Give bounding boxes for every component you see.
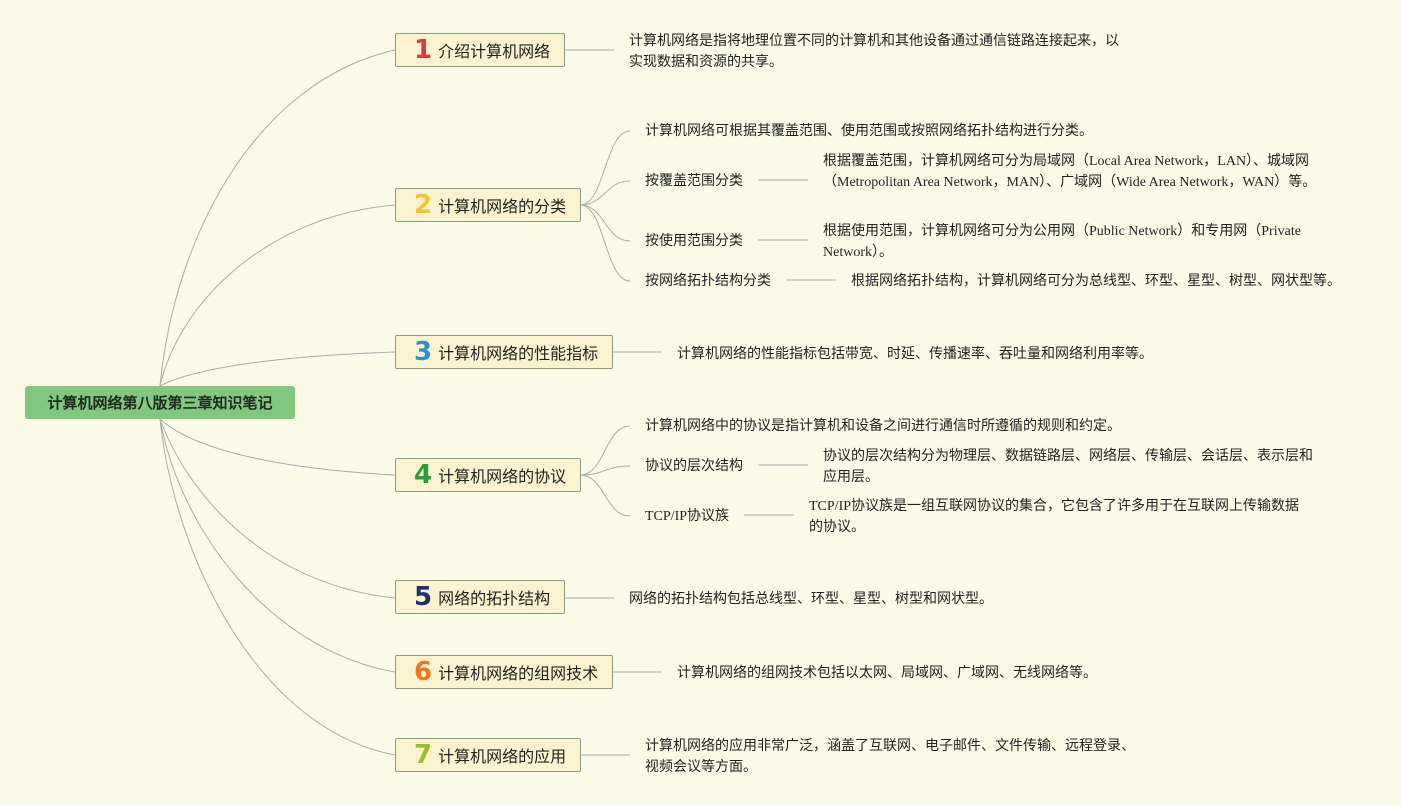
topic-5[interactable]: 5 网络的拓扑结构	[395, 580, 566, 614]
topic-4[interactable]: 4 计算机网络的协议	[395, 458, 582, 492]
note-t3: 计算机网络的性能指标包括带宽、时延、传播速率、吞吐量和网络利用率等。	[677, 347, 1153, 362]
topic-2-label: 计算机网络的分类	[438, 197, 567, 216]
note-t2-topo-detail: 根据网络拓扑结构，计算机网络可分为总线型、环型、星型、树型、网状型等。	[851, 274, 1341, 289]
note-t6: 计算机网络的组网技术包括以太网、局域网、广域网、无线网络等。	[677, 666, 1097, 681]
topic-5-number: 5	[414, 582, 433, 612]
note-t4-intro: 计算机网络中的协议是指计算机和设备之间进行通信时所遵循的规则和约定。	[645, 419, 1121, 434]
connector-root-t3	[159, 351, 396, 387]
subtopic-t2-cover[interactable]: 按覆盖范围分类	[645, 174, 743, 189]
topic-6-number: 6	[414, 657, 433, 687]
connector-root-t4	[159, 418, 396, 476]
connector-root-t2	[159, 204, 396, 387]
root-label: 计算机网络第八版第三章知识笔记	[47, 394, 273, 412]
topic-3-label: 计算机网络的性能指标	[438, 344, 599, 363]
topic-1[interactable]: 1 介绍计算机网络	[395, 33, 566, 67]
topic-6[interactable]: 6 计算机网络的组网技术	[395, 655, 614, 689]
topic-7[interactable]: 7 计算机网络的应用	[395, 738, 582, 772]
connector-t2-use	[579, 204, 631, 242]
topic-7-number: 7	[414, 740, 433, 770]
root-node[interactable]: 计算机网络第八版第三章知识笔记	[25, 386, 295, 419]
topic-3[interactable]: 3 计算机网络的性能指标	[395, 335, 614, 369]
topic-2[interactable]: 2 计算机网络的分类	[395, 188, 582, 222]
topic-2-number: 2	[414, 190, 433, 220]
note-t2-intro: 计算机网络可根据其覆盖范围、使用范围或按照网络拓扑结构进行分类。	[645, 124, 1093, 139]
subtopic-t2-topo[interactable]: 按网络拓扑结构分类	[645, 274, 771, 289]
note-t1: 计算机网络是指将地理位置不同的计算机和其他设备通过通信链路连接起来，以实现数据和…	[629, 34, 1119, 70]
subtopic-t2-use[interactable]: 按使用范围分类	[645, 234, 743, 249]
note-t7: 计算机网络的应用非常广泛，涵盖了互联网、电子邮件、文件传输、远程登录、视频会议等…	[645, 739, 1135, 775]
note-t5: 网络的拓扑结构包括总线型、环型、星型、树型和网状型。	[629, 592, 993, 607]
connector-root-t6	[159, 418, 396, 673]
topic-1-label: 介绍计算机网络	[438, 42, 551, 61]
topic-4-number: 4	[414, 460, 433, 490]
connector-t4-layer	[579, 465, 631, 476]
connector-t2-topo	[579, 204, 631, 282]
note-t2-use-detail: 根据使用范围，计算机网络可分为公用网（Public Network）和专用网（P…	[823, 224, 1301, 260]
note-t4-tcp-detail: TCP/IP协议族是一组互联网协议的集合，它包含了许多用于在互联网上传输数据的协…	[809, 499, 1300, 535]
topic-1-number: 1	[414, 35, 433, 65]
connector-t4-tcp	[579, 474, 631, 517]
note-t2-cover-detail: 根据覆盖范围，计算机网络可分为局域网（Local Area Network，LA…	[823, 154, 1317, 190]
topic-3-number: 3	[414, 337, 433, 367]
topic-7-label: 计算机网络的应用	[438, 747, 567, 766]
connector-root-t5	[159, 418, 396, 599]
connector-root-t7	[159, 418, 396, 756]
connector-t2-cover	[579, 180, 631, 206]
subtopic-t4-layer[interactable]: 协议的层次结构	[645, 459, 743, 474]
connector-t4-intro	[579, 425, 631, 476]
note-t4-layer-detail: 协议的层次结构分为物理层、数据链路层、网络层、传输层、会话层、表示层和应用层。	[823, 449, 1313, 485]
connector-t2-intro	[579, 130, 631, 206]
subtopic-t4-tcp[interactable]: TCP/IP协议族	[645, 509, 730, 524]
connector-root-t1	[159, 49, 396, 387]
topic-6-label: 计算机网络的组网技术	[438, 664, 599, 683]
topic-5-label: 网络的拓扑结构	[438, 589, 551, 608]
topic-4-label: 计算机网络的协议	[438, 467, 567, 486]
